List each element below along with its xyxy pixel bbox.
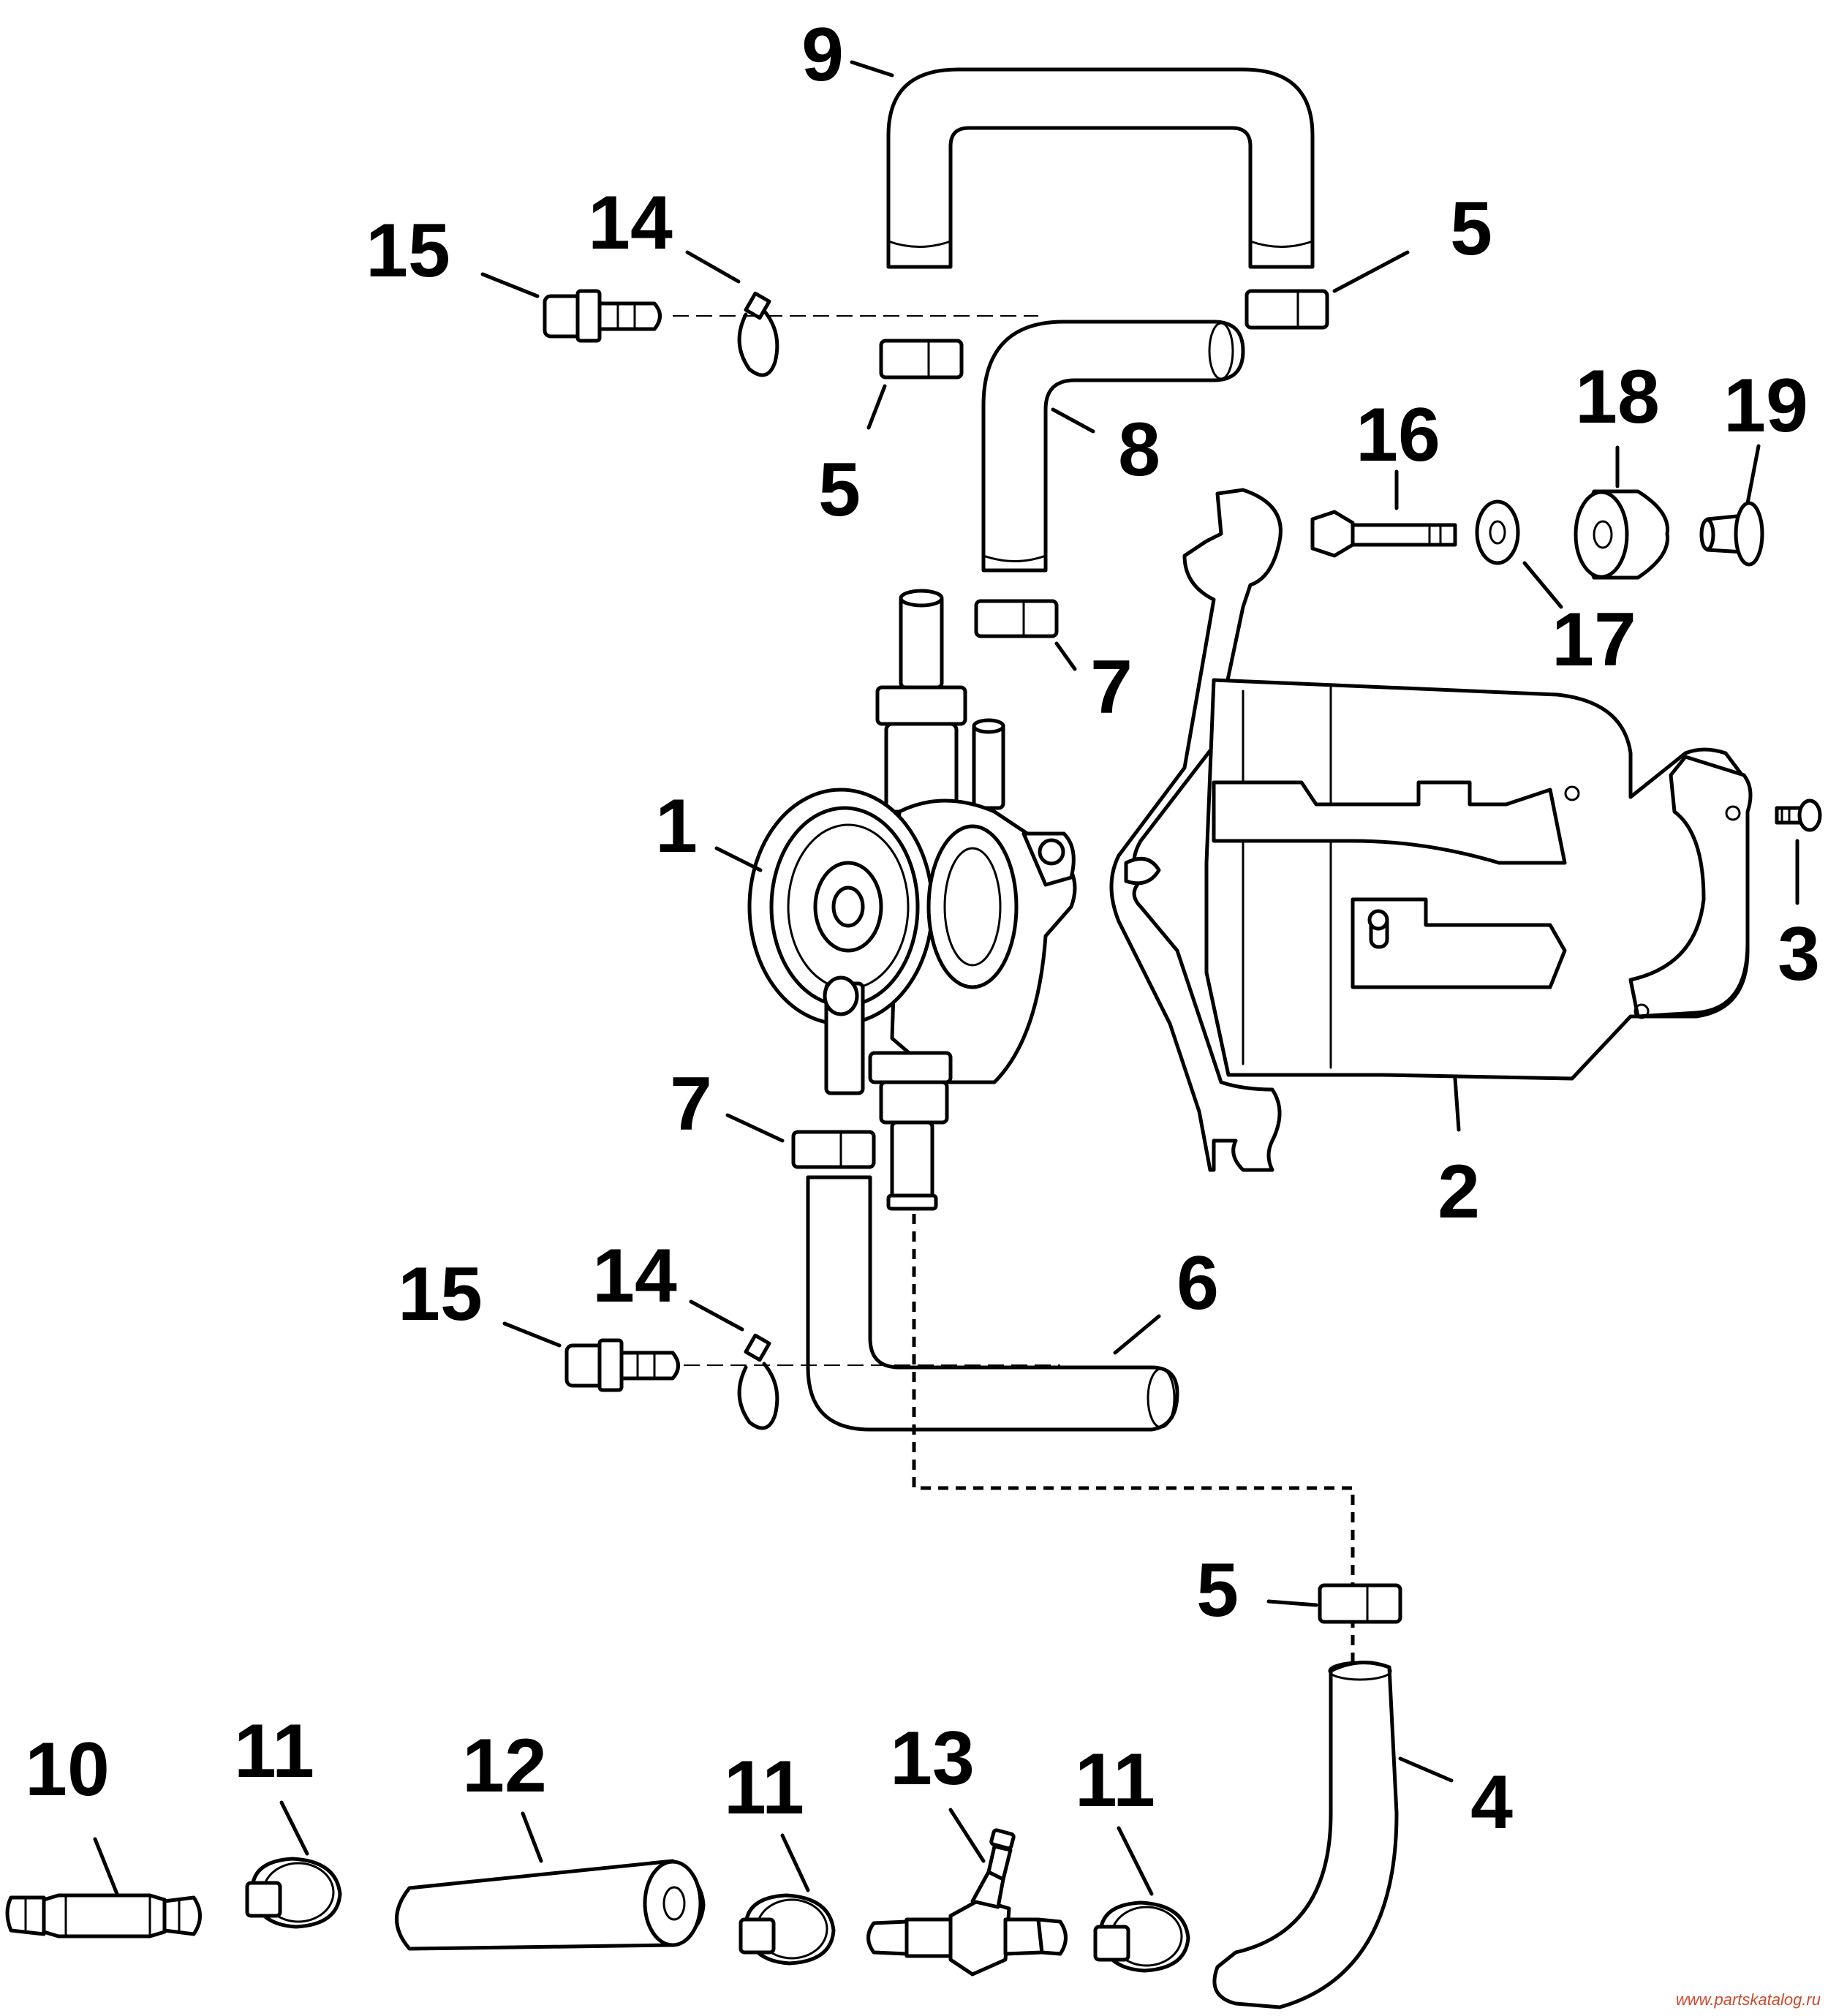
part-16-bolt — [1310, 510, 1457, 558]
part-6-l-hose — [806, 1175, 1179, 1432]
callout-3: 3 — [1778, 912, 1820, 997]
part-9-u-hose — [886, 67, 1315, 269]
part-11-clamp-2 — [739, 1893, 836, 1966]
routing-dashed-line — [912, 1214, 1355, 1667]
callout-9: 9 — [801, 12, 844, 97]
callout-11-middle: 11 — [724, 1745, 804, 1830]
callout-18: 18 — [1575, 355, 1660, 439]
part-5-clamp-left — [879, 339, 964, 380]
part-18-grommet — [1574, 489, 1669, 580]
part-13-tee — [866, 1828, 1068, 1977]
part-15-fitting-lower — [564, 1338, 680, 1392]
callout-17: 17 — [1552, 597, 1636, 682]
part-2-bracket — [1109, 488, 1753, 1172]
callout-12: 12 — [462, 1724, 547, 1808]
callout-1: 1 — [655, 784, 698, 869]
callout-14-lower: 14 — [592, 1234, 677, 1318]
leader-lines — [93, 60, 1799, 1896]
callout-10: 10 — [25, 1727, 110, 1812]
part-8-elbow-hose — [981, 320, 1245, 573]
callout-14-upper: 14 — [588, 181, 673, 265]
callout-5-lower: 5 — [1196, 1548, 1239, 1633]
callout-11-right: 11 — [1075, 1738, 1155, 1823]
part-10-barb-fitting — [5, 1893, 202, 1938]
callout-16: 16 — [1356, 393, 1440, 477]
callout-13: 13 — [890, 1716, 975, 1801]
callout-5-right: 5 — [1450, 186, 1492, 271]
callout-8: 8 — [1118, 407, 1160, 492]
callout-5-left: 5 — [818, 448, 861, 532]
part-11-clamp-3 — [1093, 1900, 1190, 1973]
callout-19: 19 — [1723, 363, 1808, 448]
callout-7-upper: 7 — [1090, 645, 1133, 730]
callout-2: 2 — [1438, 1149, 1480, 1234]
part-14-clip-upper — [737, 291, 779, 377]
callout-11-left: 11 — [234, 1709, 314, 1794]
part-5-clamp-lower — [1318, 1583, 1402, 1624]
callout-7-lower: 7 — [670, 1062, 712, 1147]
watermark: www.partskatalog.ru — [1676, 1990, 1821, 2009]
part-7-clamp-upper — [974, 599, 1059, 638]
part-7-clamp-lower — [791, 1130, 876, 1169]
part-3-screw — [1775, 799, 1822, 832]
part-14-clip-lower — [737, 1333, 779, 1430]
part-17-washer — [1475, 499, 1520, 565]
callout-4: 4 — [1470, 1760, 1513, 1845]
part-19-sleeve — [1699, 501, 1764, 567]
callout-6: 6 — [1177, 1241, 1219, 1326]
part-15-fitting-upper — [543, 289, 662, 343]
part-12-hose — [395, 1859, 706, 1951]
callout-15-lower: 15 — [398, 1252, 483, 1337]
callout-15-upper: 15 — [366, 208, 450, 293]
part-11-clamp-1 — [245, 1857, 342, 1929]
part-4-elbow-hose — [1212, 1661, 1399, 2009]
callouts: 9 15 14 5 5 8 16 18 19 17 7 1 3 7 2 15 1… — [25, 12, 1820, 1845]
part-1-pump — [747, 589, 1077, 1211]
part-5-clamp-right — [1245, 289, 1329, 330]
